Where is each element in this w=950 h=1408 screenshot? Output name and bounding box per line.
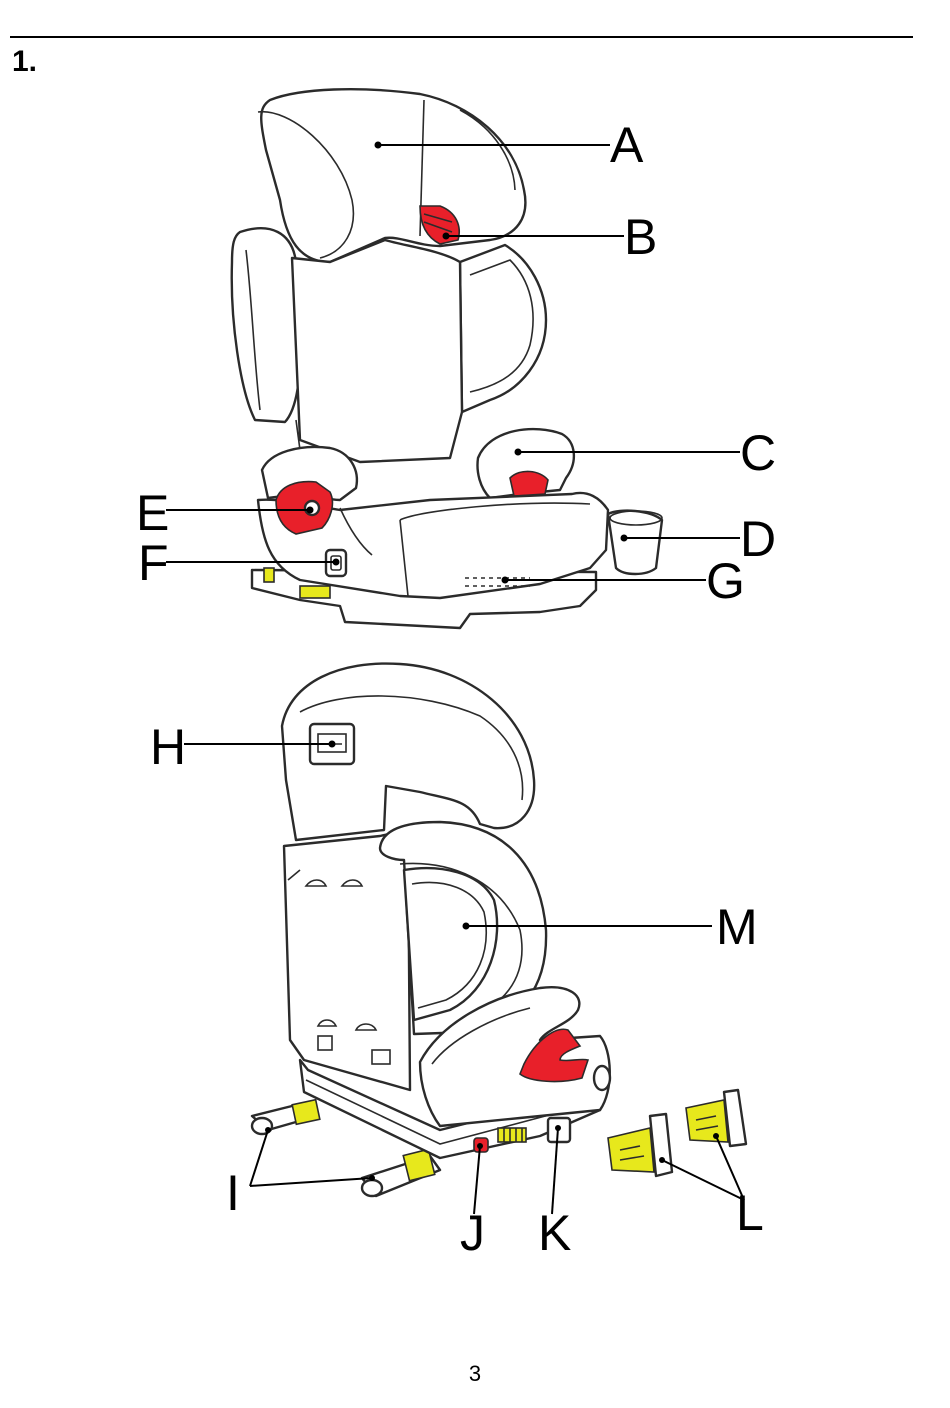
svg-text:L: L xyxy=(736,1185,764,1241)
backrest xyxy=(292,240,462,462)
svg-text:K: K xyxy=(538,1205,571,1261)
callout-k: K xyxy=(538,1125,571,1261)
svg-text:H: H xyxy=(150,719,186,775)
belt-guide-right xyxy=(510,471,548,496)
seat-front-view xyxy=(232,89,662,628)
isofix-guide-1 xyxy=(608,1114,672,1176)
svg-text:C: C xyxy=(740,425,776,481)
isofix-indicator-left xyxy=(292,1100,320,1125)
svg-text:B: B xyxy=(624,209,657,265)
svg-text:F: F xyxy=(138,535,169,591)
callout-l: L xyxy=(659,1133,764,1241)
isofix-connector-left xyxy=(264,568,274,582)
svg-text:D: D xyxy=(740,511,776,567)
headrest-side-wing xyxy=(232,228,301,422)
svg-text:M: M xyxy=(716,899,758,955)
svg-text:G: G xyxy=(706,553,745,609)
page-number: 3 xyxy=(0,1360,950,1388)
isofix-connector-mid xyxy=(300,586,330,598)
svg-text:A: A xyxy=(610,117,644,173)
callout-i: I xyxy=(226,1127,375,1221)
callout-j: J xyxy=(460,1143,485,1261)
backrest-rear-panel xyxy=(284,830,410,1090)
svg-text:E: E xyxy=(136,485,169,541)
isofix-rail-teeth xyxy=(498,1128,526,1142)
cup-holder xyxy=(608,511,662,574)
svg-text:I: I xyxy=(226,1165,240,1221)
svg-text:J: J xyxy=(460,1205,485,1261)
